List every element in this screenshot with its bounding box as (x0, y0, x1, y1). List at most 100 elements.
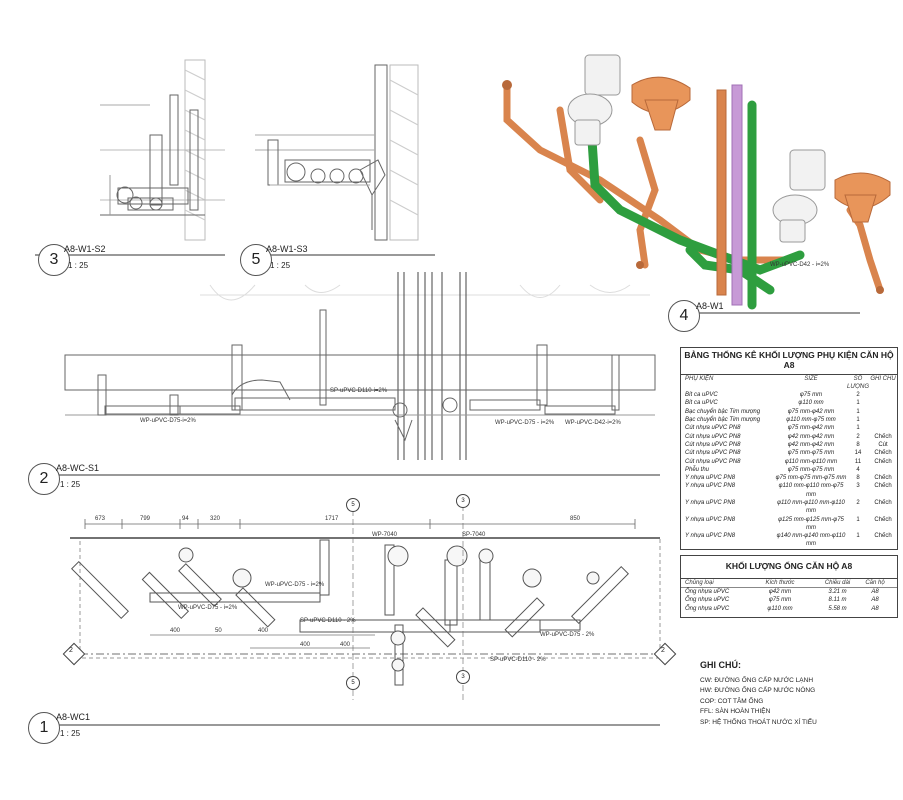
table-cell: φ110 mm (767, 605, 793, 612)
table-cell: Cút nhựa uPVC PN8 (685, 450, 741, 457)
table-cell: 1 (856, 408, 860, 415)
dimension-label: 850 (570, 516, 581, 522)
table-cell: φ75 mm-φ42 mm (787, 425, 835, 432)
table-cell: φ42 mm (768, 589, 792, 596)
table-cell: 11 (854, 458, 862, 465)
table-header-cell: GHI CHÚ (870, 375, 896, 382)
table-cell: φ75 mm-φ75 mm (787, 466, 835, 473)
table-cell: Cút nhựa uPVC PN8 (685, 458, 741, 465)
table-cell: 8 (856, 475, 860, 482)
pipe-label: WP-uPVC-D42-i=2% (565, 420, 621, 426)
dimension-label: 673 (95, 516, 106, 522)
view-number-tag[interactable]: 4 (668, 300, 700, 332)
table-cell: 8.11 m (828, 597, 847, 604)
section-marker-label: 2 (661, 647, 665, 654)
table-cell: Chếch (874, 450, 892, 457)
table-cell: A8 (871, 605, 879, 612)
pipe-label: WP-uPVC-D75 - i=2% (495, 420, 555, 426)
table-cell: Y nhựa uPVC PN8 (685, 533, 736, 540)
table-cell: φ110 mm-φ110 mm-φ75 mm (778, 483, 844, 498)
toilet-icon (567, 54, 621, 146)
view-number-tag[interactable]: 3 (38, 244, 70, 276)
pipe-label: WP-uPVC-D42 - i=2% (770, 262, 830, 268)
table-cell: Y nhựa uPVC PN8 (685, 516, 736, 523)
table-header-cell: Căn hộ (865, 579, 885, 586)
table-cell: 14 (854, 450, 862, 457)
view-number-tag[interactable]: 2 (28, 463, 60, 495)
dimension-label: 320 (210, 516, 221, 522)
table-cell: Chếch (874, 499, 892, 506)
section-marker[interactable]: 3 (456, 670, 470, 684)
table-cell (869, 408, 897, 416)
table-cell: φ75 mm (799, 392, 823, 399)
table-cell: Ống nhựa uPVC (685, 605, 730, 612)
section-marker[interactable]: 5 (346, 676, 360, 690)
table-row: Ống nhựa uPVC φ110 mm 5.58 m A8 (681, 605, 897, 613)
table-cell: φ110 mm (798, 400, 824, 407)
section-marker[interactable]: 3 (456, 494, 470, 508)
table-cell: Bít ca uPVC (685, 400, 718, 407)
table-header-cell: SIZE (804, 375, 818, 382)
dimension-label: 400 (300, 642, 311, 648)
table-cell: Ống nhựa uPVC (685, 589, 730, 596)
table-cell: φ42 mm-φ42 mm (787, 441, 835, 448)
view-number-tag[interactable]: 5 (240, 244, 272, 276)
table-cell: φ42 mm-φ42 mm (787, 433, 835, 440)
pipe-label: SP-uPVC-D110 - 2% (300, 618, 356, 624)
table-cell: Y nhựa uPVC PN8 (685, 499, 736, 506)
pipe-label: WP-7040 (372, 532, 398, 538)
view-name: A8-W1-S2 (64, 244, 106, 254)
pipe-table-title: KHỐI LƯỢNG ỐNG CĂN HỘ A8 (681, 556, 897, 579)
table-cell: 1 (856, 400, 860, 407)
table-cell: φ75 mm-φ42 mm (787, 408, 835, 415)
table-cell: Bít ca uPVC (685, 392, 718, 399)
table-cell: 8 (856, 441, 860, 448)
table-cell: Y nhựa uPVC PN8 (685, 475, 736, 482)
view-name: A8-WC1 (56, 712, 91, 722)
dimension-label: 1717 (325, 516, 339, 522)
table-cell: Bạc chuyển bậc Tim mượng (685, 417, 761, 424)
table-cell: 1 (856, 533, 860, 540)
table-cell: Chếch (874, 533, 892, 540)
table-header-row: PHỤ KIỆN SIZE SỐ LƯỢNG GHI CHÚ (681, 375, 897, 392)
pipe-label: WP-uPVC-D75 - i=2% (265, 582, 325, 588)
section-marker[interactable]: 5 (346, 498, 360, 512)
table-cell: 1 (856, 425, 860, 432)
table-cell: Cút nhựa uPVC PN8 (685, 441, 741, 448)
table-cell: Chếch (874, 516, 892, 523)
table-cell: A8 (871, 597, 879, 604)
table-cell: 5.58 m (828, 605, 847, 612)
table-cell: 2 (856, 499, 860, 506)
note-item: FFL: SÀN HOÀN THIỆN (700, 708, 771, 715)
table-cell: φ75 mm (768, 597, 792, 604)
table-cell: Cút nhựa uPVC PN8 (685, 433, 741, 440)
pipe-label: SP-7040 (462, 532, 486, 538)
view-scale: 1 : 25 (60, 729, 81, 738)
pipe-label: WP-uPVC-D75 - 2% (540, 632, 595, 638)
table-cell: φ140 mm-φ140 mm-φ110 mm (776, 533, 846, 548)
note-item: COP: COT TÂM ỐNG (700, 697, 764, 705)
table-cell: 3.21 m (828, 589, 847, 596)
view-scale: 1 : 25 (270, 261, 291, 270)
fittings-schedule-table: BẢNG THỐNG KÊ KHỐI LƯỢNG PHỤ KIỆN CĂN HỘ… (680, 347, 898, 550)
view-number-tag[interactable]: 1 (28, 712, 60, 744)
note-item: HW: ĐƯỜNG ỐNG CẤP NƯỚC NÓNG (700, 687, 816, 694)
pipe-label: WP-uPVC-D75-i=2% (140, 418, 196, 424)
table-header-row: Chủng loại Kích thước Chiều dài Căn hộ (681, 579, 897, 589)
table-cell: φ110 mm-φ110 mm (784, 458, 838, 465)
fittings-table-title: BẢNG THỐNG KÊ KHỐI LƯỢNG PHỤ KIỆN CĂN HỘ… (681, 348, 897, 375)
dimension-label: 400 (170, 628, 181, 634)
table-cell (869, 466, 897, 474)
view-scale: 1 : 25 (60, 480, 81, 489)
